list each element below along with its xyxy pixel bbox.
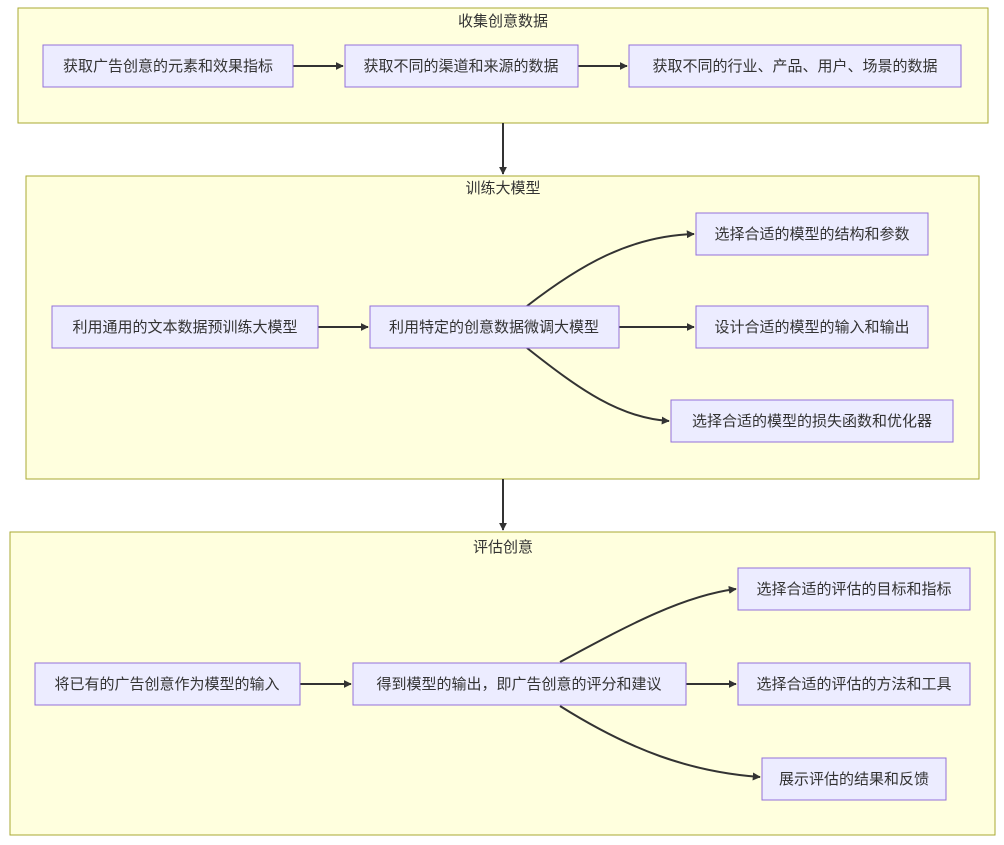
node-label: 利用通用的文本数据预训练大模型 [72, 318, 297, 336]
node-model-loss: 选择合适的模型的损失函数和优化器 [670, 399, 954, 443]
edge-g3-output-goal [559, 585, 737, 663]
edge-g2-finetune-structure [526, 230, 695, 307]
node-label: 获取不同的渠道和来源的数据 [363, 57, 558, 75]
node-eval-goal: 选择合适的评估的目标和指标 [737, 567, 971, 611]
node-eval-method: 选择合适的评估的方法和工具 [737, 662, 971, 706]
group-train-model-title: 训练大模型 [465, 179, 540, 197]
node-pretrain-model: 利用通用的文本数据预训练大模型 [51, 305, 319, 349]
node-eval-result: 展示评估的结果和反馈 [761, 757, 947, 801]
node-get-channel-data: 获取不同的渠道和来源的数据 [344, 44, 579, 88]
node-label: 利用特定的创意数据微调大模型 [389, 318, 599, 336]
node-label: 设计合适的模型的输入和输出 [714, 318, 909, 336]
node-label: 选择合适的模型的结构和参数 [714, 225, 909, 243]
node-label: 获取广告创意的元素和效果指标 [63, 57, 273, 75]
node-label: 将已有的广告创意作为模型的输入 [54, 675, 279, 693]
node-get-industry-data: 获取不同的行业、产品、用户、场景的数据 [628, 44, 962, 88]
node-label: 获取不同的行业、产品、用户、场景的数据 [652, 57, 937, 75]
node-label: 得到模型的输出，即广告创意的评分和建议 [376, 675, 661, 693]
node-label: 选择合适的模型的损失函数和优化器 [692, 412, 932, 430]
group-collect-data-title: 收集创意数据 [458, 12, 548, 30]
edge-g3-output-result [559, 705, 761, 781]
node-label: 选择合适的评估的方法和工具 [756, 675, 951, 693]
group-evaluate-title: 评估创意 [473, 538, 533, 556]
node-model-io: 设计合适的模型的输入和输出 [695, 305, 929, 349]
node-finetune-model: 利用特定的创意数据微调大模型 [369, 305, 620, 349]
node-model-structure: 选择合适的模型的结构和参数 [695, 212, 929, 256]
node-get-creative-elements: 获取广告创意的元素和效果指标 [42, 44, 294, 88]
node-label: 选择合适的评估的目标和指标 [756, 580, 951, 598]
node-creative-as-input: 将已有的广告创意作为模型的输入 [34, 662, 301, 706]
edge-g2-finetune-loss [526, 347, 670, 425]
node-model-output-score: 得到模型的输出，即广告创意的评分和建议 [352, 662, 687, 706]
edges [293, 62, 761, 781]
node-label: 展示评估的结果和反馈 [779, 770, 929, 788]
